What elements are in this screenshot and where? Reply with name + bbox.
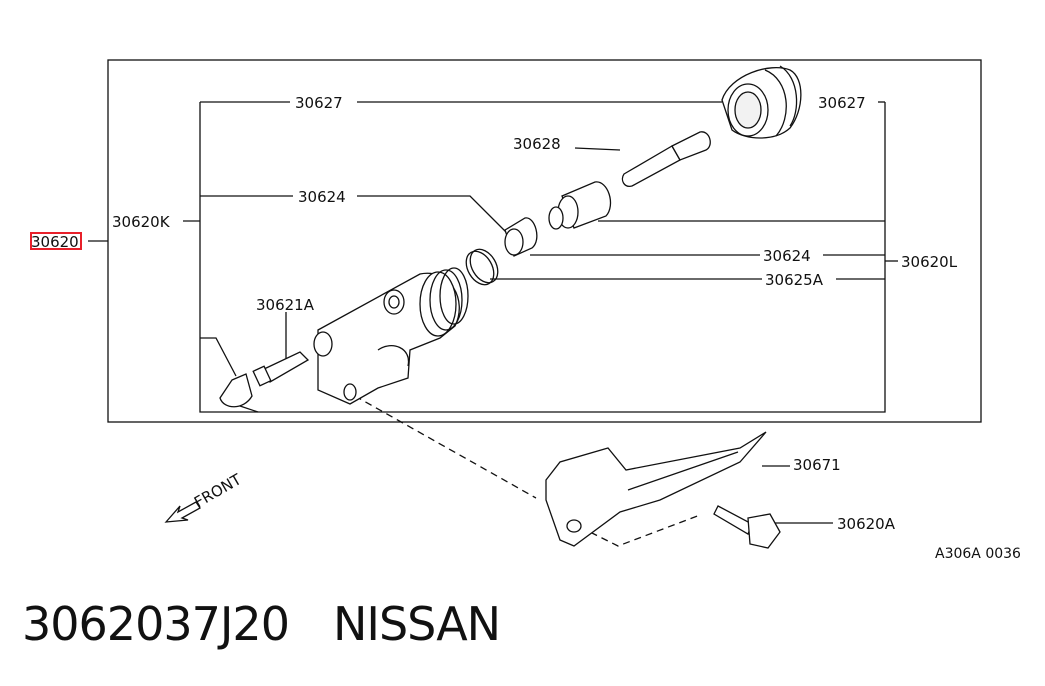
kit-l-bracket xyxy=(199,102,886,413)
assembly-frame xyxy=(107,59,982,423)
parts-diagram: 30620 30620K 30620L 30627 30627 30628 30… xyxy=(30,59,1021,562)
piston-part xyxy=(504,181,611,257)
spring-ring-part xyxy=(465,248,499,286)
label-spring-ring[interactable]: 30625A xyxy=(765,271,824,289)
bracket-part xyxy=(545,431,767,547)
push-rod-part xyxy=(621,131,711,187)
label-boot-left[interactable]: 30627 xyxy=(295,94,343,112)
label-push-rod[interactable]: 30628 xyxy=(513,135,561,153)
boot-part xyxy=(721,65,802,139)
bleeder-part xyxy=(219,351,310,408)
label-main-part[interactable]: 30620 xyxy=(31,233,79,251)
bolt-part xyxy=(713,505,781,549)
label-bleeder[interactable]: 30621A xyxy=(256,296,315,314)
label-piston-left[interactable]: 30624 xyxy=(298,188,346,206)
part-number: 3062037J20 xyxy=(22,597,290,651)
highlight-box xyxy=(30,232,82,250)
label-boot-right[interactable]: 30627 xyxy=(818,94,866,112)
drawing-code: A306A 0036 xyxy=(935,546,1021,562)
part-caption: 3062037J20 NISSAN xyxy=(22,597,501,651)
label-front: FRONT xyxy=(191,470,245,512)
label-bolt[interactable]: 30620A xyxy=(837,515,896,533)
cylinder-body xyxy=(313,267,469,405)
label-kit-k[interactable]: 30620K xyxy=(112,213,171,231)
brand-name: NISSAN xyxy=(332,597,501,651)
label-kit-l[interactable]: 30620L xyxy=(901,253,958,271)
label-bracket[interactable]: 30671 xyxy=(793,456,841,474)
label-piston-right[interactable]: 30624 xyxy=(763,247,811,265)
front-arrow-icon xyxy=(164,501,201,523)
